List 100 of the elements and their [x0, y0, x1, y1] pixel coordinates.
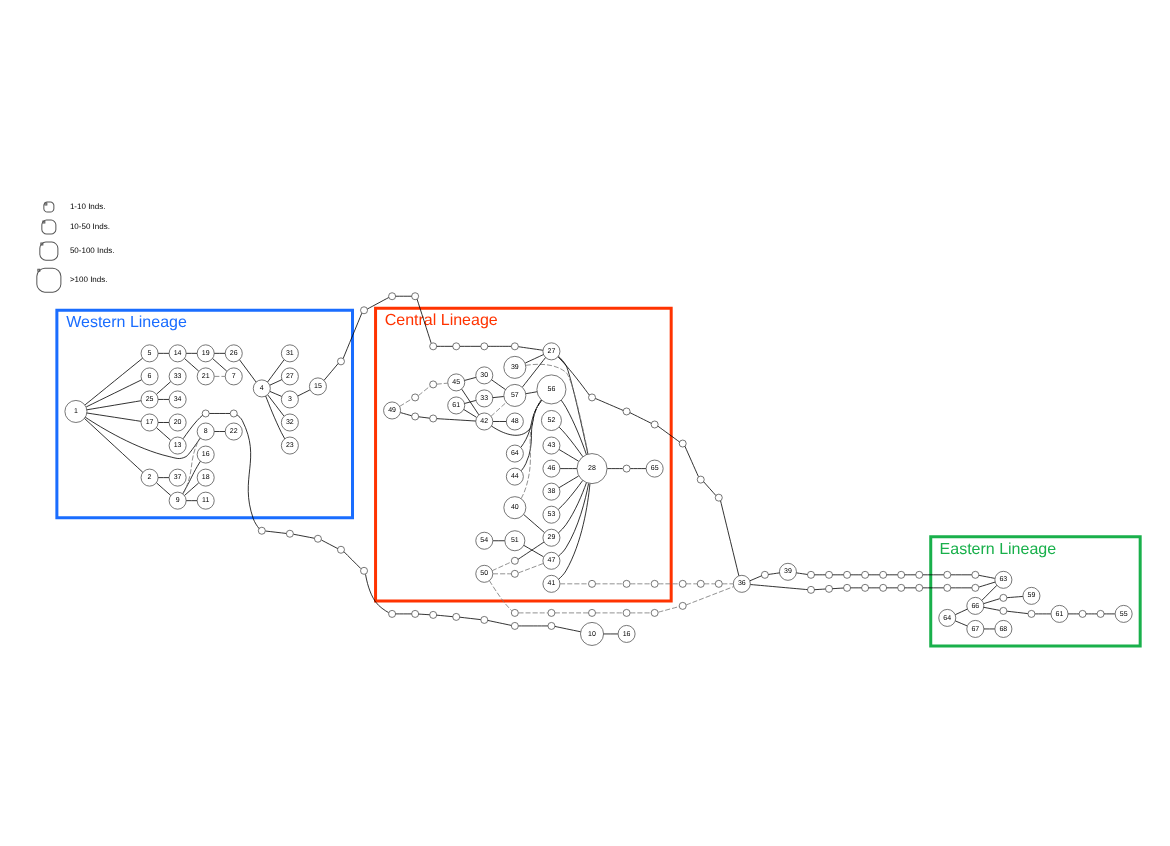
connector — [463, 409, 477, 418]
connector — [684, 445, 699, 477]
connector — [464, 400, 477, 404]
connector — [558, 483, 591, 580]
connector — [265, 530, 287, 534]
connector — [267, 359, 285, 383]
connector — [157, 477, 170, 478]
connector — [461, 388, 480, 416]
connector — [832, 587, 844, 590]
node-circle — [480, 342, 489, 351]
node-circle — [714, 579, 723, 588]
node-circle — [314, 534, 322, 543]
connector — [156, 381, 171, 395]
node-circle — [510, 609, 519, 617]
connector — [595, 398, 624, 411]
connector — [321, 539, 339, 549]
connector — [630, 612, 652, 614]
connector — [297, 389, 311, 397]
connector — [521, 399, 542, 472]
connector — [182, 461, 201, 494]
node-circle — [971, 570, 980, 579]
connector — [629, 412, 652, 424]
connector — [796, 572, 808, 575]
connector — [399, 398, 413, 407]
node-circle — [429, 342, 438, 351]
connector — [554, 612, 589, 614]
connector — [525, 391, 538, 395]
node-circle — [879, 570, 888, 579]
node-circle — [696, 475, 705, 484]
connector — [400, 412, 412, 417]
connector — [559, 468, 578, 469]
connector — [84, 416, 201, 459]
connector — [922, 574, 944, 576]
connector — [185, 500, 198, 502]
node-circle — [696, 579, 705, 588]
node-circle — [650, 609, 659, 617]
connector — [236, 414, 260, 529]
connector — [595, 583, 624, 585]
node-circle — [411, 393, 420, 402]
node-circle — [678, 579, 687, 588]
connector — [436, 382, 449, 385]
node-circle — [285, 529, 294, 538]
node-circle — [861, 583, 869, 592]
connector — [492, 573, 512, 575]
connector — [955, 620, 968, 627]
connector — [558, 355, 589, 455]
connector — [265, 395, 286, 440]
connector — [978, 574, 996, 579]
connector — [487, 345, 512, 347]
node-circle — [999, 593, 1008, 602]
node-circle — [1078, 610, 1087, 618]
connector — [558, 480, 584, 510]
node-circle — [588, 393, 596, 402]
connector — [436, 418, 477, 422]
node-circle — [388, 292, 396, 301]
connector — [558, 449, 579, 462]
node-circle — [915, 583, 924, 592]
connector — [630, 583, 652, 585]
node-circle — [588, 579, 596, 588]
connector — [184, 358, 200, 372]
connector — [721, 583, 734, 585]
node-circle — [360, 566, 368, 575]
connector — [209, 413, 231, 414]
connector — [607, 468, 624, 469]
node-circle — [650, 579, 659, 588]
connector — [365, 574, 389, 613]
connector — [267, 394, 285, 417]
connector — [459, 616, 481, 620]
connector — [523, 545, 544, 558]
node-circle — [825, 584, 833, 593]
connector — [558, 475, 579, 489]
connector — [492, 396, 504, 399]
connector — [416, 298, 432, 344]
node-circle — [452, 342, 461, 351]
connector — [978, 581, 996, 588]
connector — [1006, 596, 1024, 599]
connector — [518, 612, 549, 614]
node-circle — [337, 357, 345, 366]
node-circle — [1096, 610, 1105, 618]
connector — [293, 533, 315, 539]
connector — [520, 399, 542, 448]
connector — [558, 426, 584, 458]
connector — [554, 626, 581, 633]
node-circle — [510, 342, 519, 351]
connector — [491, 379, 506, 390]
node-circle — [388, 610, 396, 618]
connector — [213, 352, 226, 354]
connector — [213, 431, 226, 432]
connector — [459, 345, 481, 347]
connector — [84, 357, 143, 406]
connector — [492, 421, 507, 422]
node-circle — [547, 609, 556, 617]
node-circle — [678, 602, 687, 610]
connector — [491, 561, 512, 572]
connector — [595, 612, 624, 614]
connector — [367, 297, 389, 310]
connector — [86, 400, 142, 411]
connector — [525, 363, 589, 455]
node-circle — [879, 583, 888, 592]
node-circle — [761, 570, 769, 579]
